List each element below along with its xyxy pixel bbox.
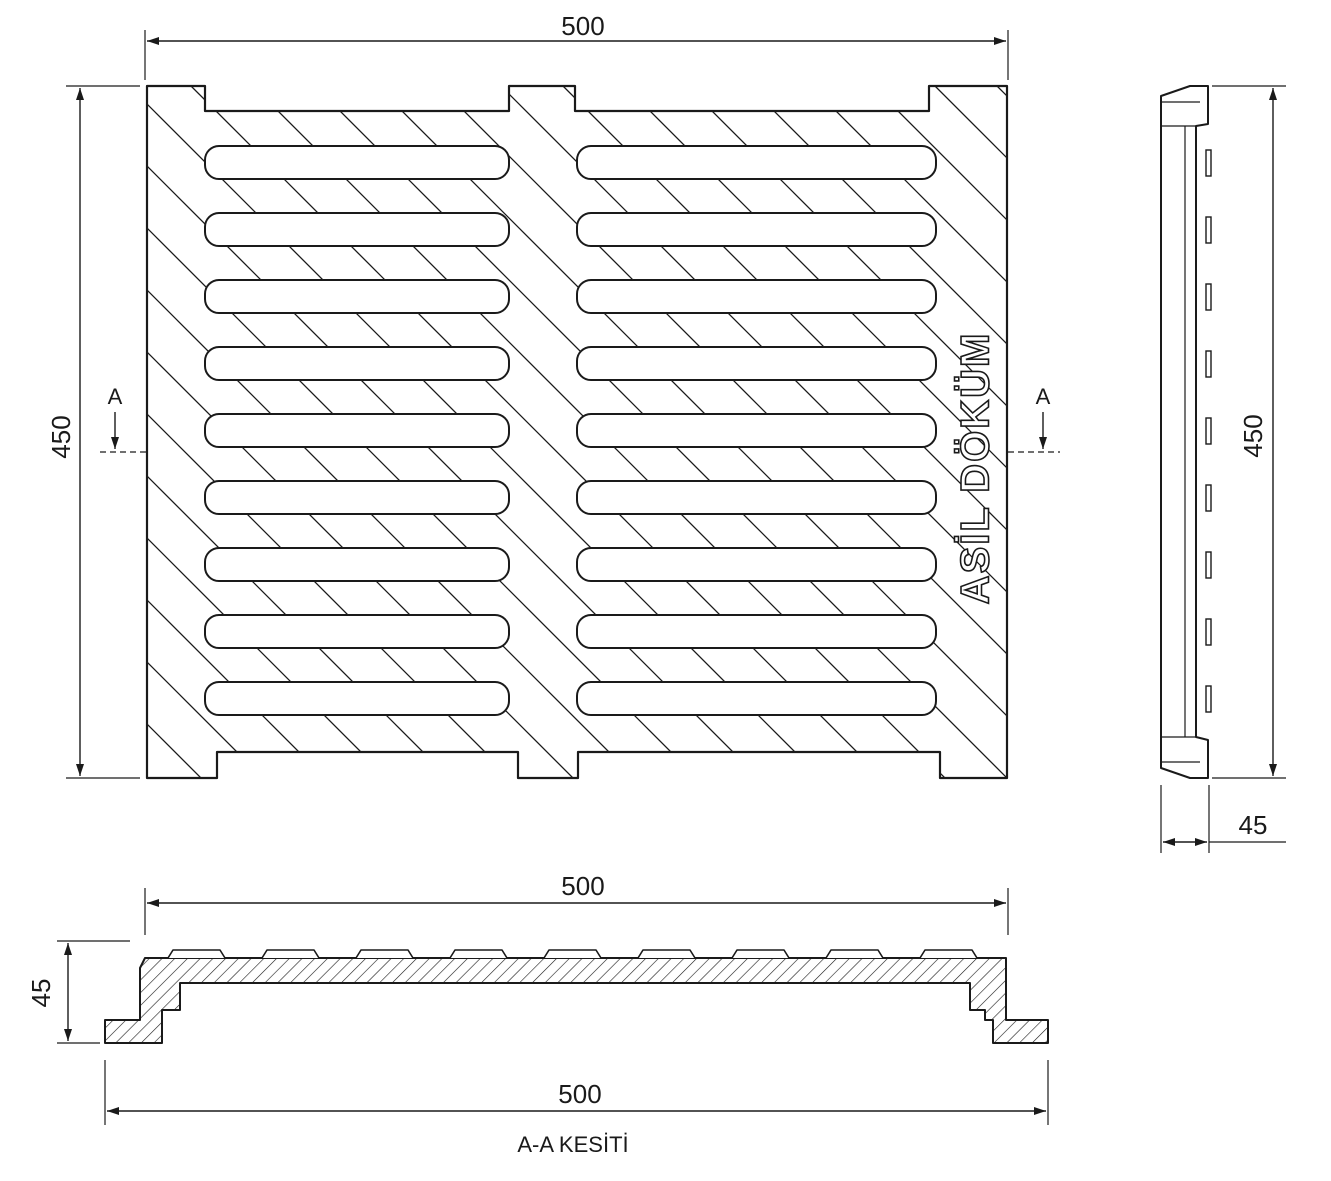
top-view: 500 450 ASİL DÖKÜM A A bbox=[46, 11, 1331, 786]
top-height-label: 450 bbox=[46, 415, 76, 458]
grate-diagonal-rib bbox=[147, 86, 210, 778]
grate-slot bbox=[204, 480, 510, 515]
grate-slot bbox=[204, 212, 510, 247]
section-mark-left: A bbox=[100, 384, 146, 453]
section-tooth bbox=[637, 949, 696, 959]
side-view-teeth bbox=[1205, 149, 1212, 713]
section-mark-right: A bbox=[1008, 384, 1060, 453]
side-tooth bbox=[1205, 149, 1212, 177]
side-tooth bbox=[1205, 216, 1212, 244]
grate-slots bbox=[204, 145, 937, 716]
section-tooth bbox=[543, 949, 602, 959]
grate-diagonal-rib bbox=[147, 86, 396, 778]
section-bottom-width-label: 500 bbox=[558, 1079, 601, 1109]
grate-diagonal-rib bbox=[147, 86, 272, 778]
side-thickness-dimension: 45 bbox=[1160, 785, 1286, 853]
grate-slot bbox=[576, 212, 937, 247]
section-tooth bbox=[449, 949, 508, 959]
grate-slot bbox=[576, 547, 937, 582]
side-tooth bbox=[1205, 350, 1212, 378]
top-height-dimension: 450 bbox=[46, 85, 140, 779]
side-view: 450 45 bbox=[1160, 85, 1286, 853]
section-top-width-label: 500 bbox=[561, 871, 604, 901]
grate-slot bbox=[204, 547, 510, 582]
grate-slot bbox=[576, 346, 937, 381]
grate-slot bbox=[576, 614, 937, 649]
side-tooth bbox=[1205, 551, 1212, 579]
side-tooth bbox=[1205, 685, 1212, 713]
side-tooth bbox=[1205, 283, 1212, 311]
grate-diagonal-rib bbox=[810, 86, 1007, 778]
side-tooth bbox=[1205, 417, 1212, 445]
side-height-dimension: 450 bbox=[1212, 85, 1286, 779]
grate-slot bbox=[204, 614, 510, 649]
grate-body bbox=[145, 84, 1331, 786]
grate-diagonal-rib bbox=[624, 86, 1007, 778]
section-teeth bbox=[167, 949, 978, 959]
section-height-label: 45 bbox=[26, 979, 56, 1008]
grate-diagonal-rib bbox=[1121, 86, 1331, 786]
section-height-dimension: 45 bbox=[26, 940, 130, 1044]
top-width-dimension: 500 bbox=[144, 11, 1009, 80]
top-width-label: 500 bbox=[561, 11, 604, 41]
grate-slot bbox=[576, 413, 937, 448]
grate-slot bbox=[576, 681, 937, 716]
grate-slot bbox=[576, 145, 937, 180]
section-tooth bbox=[825, 949, 884, 959]
side-thickness-label: 45 bbox=[1239, 810, 1268, 840]
side-tooth bbox=[1205, 484, 1212, 512]
section-title: A-A KESİTİ bbox=[517, 1132, 628, 1157]
grate-diagonal-rib bbox=[147, 86, 520, 778]
section-tooth bbox=[261, 949, 320, 959]
grate-diagonal-rib bbox=[996, 86, 1007, 778]
grate-slot bbox=[204, 145, 510, 180]
grate-slot bbox=[576, 279, 937, 314]
grate-diagonal-rib bbox=[190, 86, 892, 778]
section-view: 500 45 500 A-A KESİTİ bbox=[26, 871, 1049, 1157]
section-top-width-dimension: 500 bbox=[144, 871, 1009, 935]
grate-diagonal-rib bbox=[686, 86, 1007, 778]
section-tooth bbox=[919, 949, 978, 959]
side-height-label: 450 bbox=[1238, 414, 1268, 457]
section-tooth bbox=[167, 949, 226, 959]
grate-diagonal-rib bbox=[147, 86, 458, 778]
section-profile bbox=[104, 949, 1049, 1044]
section-tooth bbox=[731, 949, 790, 959]
grate-diagonal-rib bbox=[872, 86, 1007, 778]
section-bottom-width-dimension: 500 bbox=[104, 1060, 1049, 1125]
grate-slot bbox=[204, 681, 510, 716]
brand-text: ASİL DÖKÜM bbox=[953, 332, 998, 605]
grate-diagonal-rib bbox=[748, 86, 1007, 778]
section-mark-left-label: A bbox=[108, 384, 123, 409]
grate-slot bbox=[576, 480, 937, 515]
grate-slot bbox=[204, 279, 510, 314]
grate-slot bbox=[204, 413, 510, 448]
grate-diagonal-rib bbox=[147, 86, 334, 778]
grate-slot bbox=[204, 346, 510, 381]
section-mark-right-label: A bbox=[1036, 384, 1051, 409]
section-tooth bbox=[355, 949, 414, 959]
side-tooth bbox=[1205, 618, 1212, 646]
